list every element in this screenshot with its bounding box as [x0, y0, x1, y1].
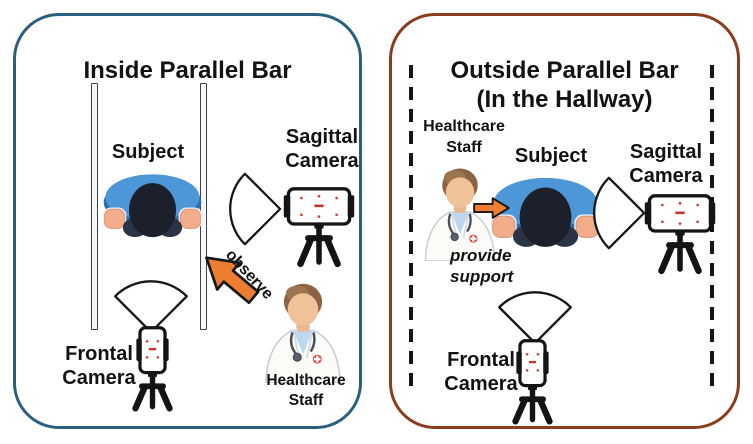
sagittal-camera-icon [640, 193, 720, 282]
sagittal-camera-icon [279, 186, 359, 275]
outside-panel-title: Outside Parallel Bar (In the Hallway) [450, 56, 679, 114]
frontal-camera-fov-icon [494, 285, 576, 345]
sagittal-camera-fov-icon [223, 169, 282, 249]
subject-top-view-icon [100, 170, 205, 238]
provide-support-label: provide support [450, 246, 514, 286]
healthcare-staff-label: Healthcare Staff [266, 372, 346, 410]
frontal-camera-fov-icon [110, 274, 192, 334]
sagittal-camera-label: Sagittal Camera [285, 126, 359, 173]
subject-label: Subject [111, 141, 185, 163]
parallel-bar-left [91, 83, 98, 330]
healthcare-staff-icon [260, 278, 346, 383]
sagittal-camera-label: Sagittal Camera [629, 141, 703, 188]
support-arrow-icon [473, 196, 510, 220]
subject-label: Subject [514, 145, 588, 167]
hallway-dashed-wall-left [409, 65, 413, 395]
inside-panel-title: Inside Parallel Bar [83, 56, 292, 84]
healthcare-staff-label: Healthcare Staff [423, 118, 505, 156]
observe-arrow-icon [192, 241, 269, 315]
panel-inside-parallel-bar: Inside Parallel Bar Subject Sagittal Cam… [13, 13, 362, 429]
frontal-camera-label: Frontal Camera [444, 349, 518, 396]
panel-outside-parallel-bar: Outside Parallel Bar (In the Hallway) He… [389, 13, 740, 429]
frontal-camera-label: Frontal Camera [62, 343, 136, 390]
sagittal-camera-fov-icon [587, 173, 646, 253]
hallway-dashed-wall-right [710, 65, 714, 395]
